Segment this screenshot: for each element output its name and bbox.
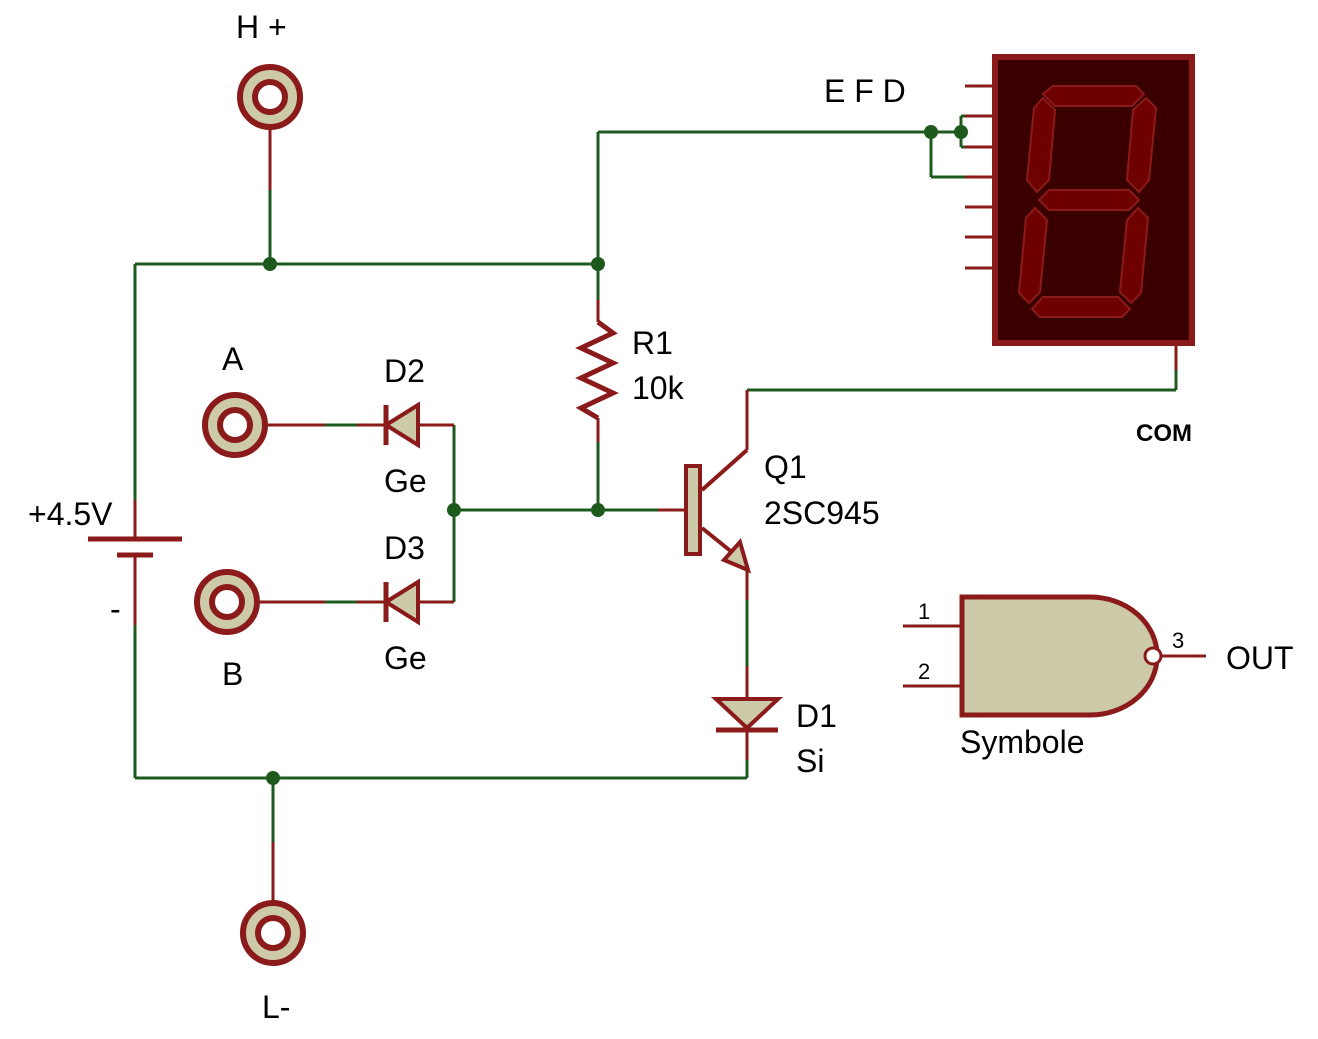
display-pins: [965, 84, 1178, 370]
junction-dot: [591, 503, 605, 517]
terminal-b-label: B: [222, 656, 243, 692]
transistor-q1: Q1 2SC945: [658, 390, 880, 600]
terminal-a: A: [202, 341, 325, 458]
gate-output-label: OUT: [1226, 640, 1294, 676]
seven-segment-display: E F D COM: [824, 54, 1195, 447]
transistor-part-label: 2SC945: [764, 495, 880, 531]
terminal-b: B: [194, 569, 325, 692]
diode-d1: D1 Si: [710, 666, 837, 779]
diode-d1-ref-label: D1: [796, 698, 837, 734]
nand-gate-symbol: 1 2 3 OUT Symbole: [903, 594, 1294, 760]
gate-pin3-label: 3: [1172, 628, 1184, 653]
nand-gate-body: [959, 594, 1160, 718]
battery: +4.5V -: [28, 496, 182, 627]
segment-f: [1025, 96, 1057, 194]
terminal-h-plus-label: H +: [236, 9, 287, 45]
diode-d2-ref-label: D2: [384, 353, 425, 389]
segment-c: [1118, 206, 1150, 305]
battery-minus-label: -: [110, 591, 121, 627]
terminal-h-plus: H +: [236, 9, 303, 190]
display-segments-label: E F D: [824, 73, 906, 109]
diode-d2-type-label: Ge: [384, 463, 427, 499]
junction-dot: [447, 503, 461, 517]
terminal-l-minus: L-: [240, 842, 306, 1025]
battery-voltage-label: +4.5V: [28, 496, 113, 532]
segment-e: [1017, 206, 1049, 305]
gate-caption-label: Symbole: [960, 724, 1085, 760]
nand-inversion-bubble: [1143, 646, 1163, 666]
transistor-ref-label: Q1: [764, 449, 807, 485]
junction-dot: [266, 771, 280, 785]
gate-pin1-label: 1: [918, 599, 930, 624]
segment-d: [1030, 296, 1132, 318]
diode-d1-type-label: Si: [796, 743, 824, 779]
terminal-l-minus-label: L-: [262, 989, 290, 1025]
junction-dot: [591, 257, 605, 271]
diode-d3: D3 Ge: [357, 530, 454, 676]
diode-d2: D2 Ge: [357, 353, 454, 499]
segment-b: [1125, 96, 1158, 194]
junction-dot: [924, 125, 938, 139]
junctions: [263, 125, 968, 785]
display-com-label: COM: [1136, 420, 1192, 447]
terminal-a-label: A: [222, 341, 244, 377]
gate-pin2-label: 2: [918, 659, 930, 684]
resistor-value-label: 10k: [632, 370, 685, 406]
segment-g: [1037, 189, 1141, 211]
junction-dot: [263, 257, 277, 271]
segment-a: [1041, 85, 1146, 107]
resistor-r1: R1 10k: [575, 300, 685, 442]
junction-dot: [954, 125, 968, 139]
resistor-ref-label: R1: [632, 325, 673, 361]
diode-d3-type-label: Ge: [384, 640, 427, 676]
diode-d3-ref-label: D3: [384, 530, 425, 566]
